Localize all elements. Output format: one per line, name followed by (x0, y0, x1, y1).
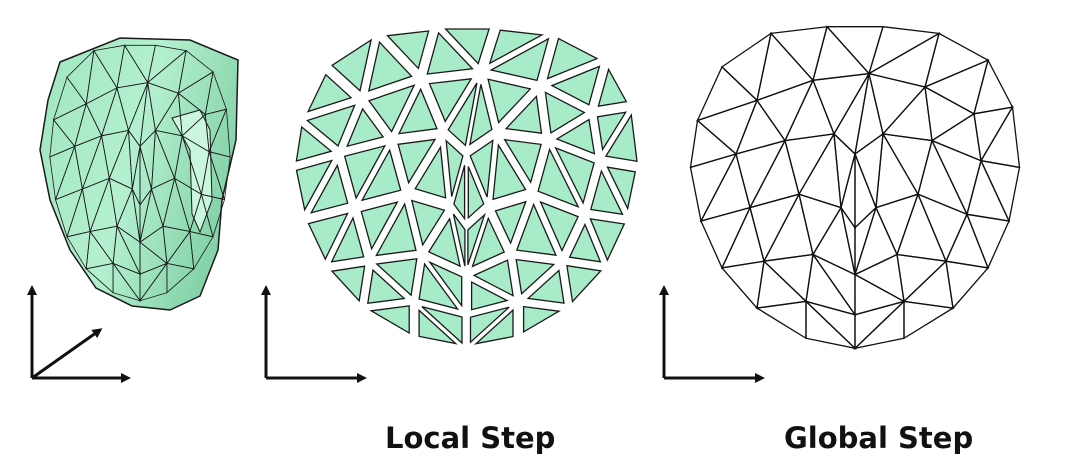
axis-3d-z (31, 328, 103, 380)
axes-3d (27, 285, 131, 383)
axes-2d-local (261, 285, 367, 383)
face-mesh-edges (49, 44, 231, 302)
face-surface (39, 37, 239, 311)
panel-3d-mesh (39, 37, 239, 311)
axes-2d-global (659, 285, 765, 383)
panel-global-step-mesh (689, 25, 1021, 350)
caption-local-step: Local Step (385, 421, 556, 455)
caption-global-step: Global Step (784, 421, 974, 455)
panel-local-step-mesh (295, 28, 638, 345)
